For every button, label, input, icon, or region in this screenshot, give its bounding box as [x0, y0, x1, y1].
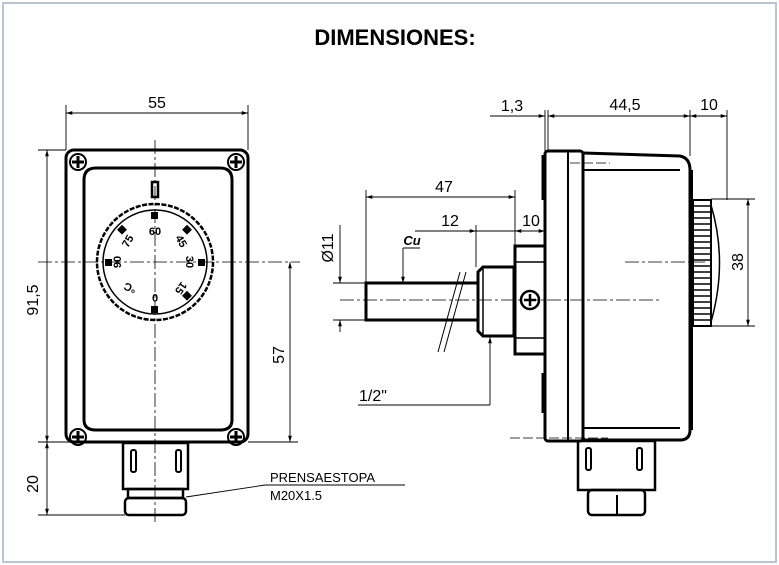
dial-label-30: 30 — [183, 256, 195, 268]
dial-face — [102, 209, 208, 315]
knob-side — [692, 199, 712, 327]
front-dimension-lines — [38, 105, 405, 516]
gland-label: PRENSAESTOPA — [270, 470, 375, 485]
knob-diameter-dimension: 38 — [730, 253, 747, 271]
dial-knob — [95, 202, 215, 322]
gland-spec: M20X1.5 — [270, 488, 322, 503]
flange-dimension: 1,3 — [501, 98, 523, 115]
side-view — [340, 149, 721, 517]
cable-gland-front — [121, 441, 190, 517]
dial-label-75: 75 — [120, 233, 137, 250]
dial-label-60: 60 — [149, 226, 161, 238]
dial-label-45: 45 — [172, 233, 189, 250]
dial-markers — [105, 212, 205, 313]
side-dimension-lines — [333, 110, 755, 406]
probe-length-dimension: 47 — [435, 179, 453, 196]
page-title: DIMENSIONES: — [314, 25, 475, 50]
center-height-dimension: 57 — [271, 346, 288, 364]
housing-side — [582, 151, 692, 442]
indicator-mark — [150, 180, 160, 199]
screw-icon — [69, 153, 245, 446]
probe-diameter-dimension: Ø11 — [320, 233, 337, 262]
material-label: Cu — [403, 233, 420, 248]
dial-scale: 60 45 30 15 0 °C 90 75 — [112, 226, 195, 303]
height-dimension: 91,5 — [25, 284, 42, 315]
thread-size-label: 1/2" — [359, 388, 387, 405]
fitting-length-dimension: 10 — [522, 213, 540, 230]
mounting-flange — [543, 149, 585, 443]
body-depth-dimension: 44,5 — [609, 97, 640, 114]
screw-icon — [519, 289, 541, 311]
dial-label-0: 0 — [152, 291, 158, 303]
probe — [364, 281, 478, 322]
dial-label-15: 15 — [172, 279, 189, 296]
thread-length-dimension: 12 — [441, 213, 459, 230]
width-dimension: 55 — [148, 95, 166, 112]
gland-height-dimension: 20 — [25, 475, 42, 493]
front-view — [38, 140, 300, 525]
dial-label-90: 90 — [112, 256, 124, 268]
cover-outline — [82, 166, 234, 432]
dial-unit: °C — [122, 279, 138, 295]
knob-depth-dimension: 10 — [700, 97, 718, 114]
